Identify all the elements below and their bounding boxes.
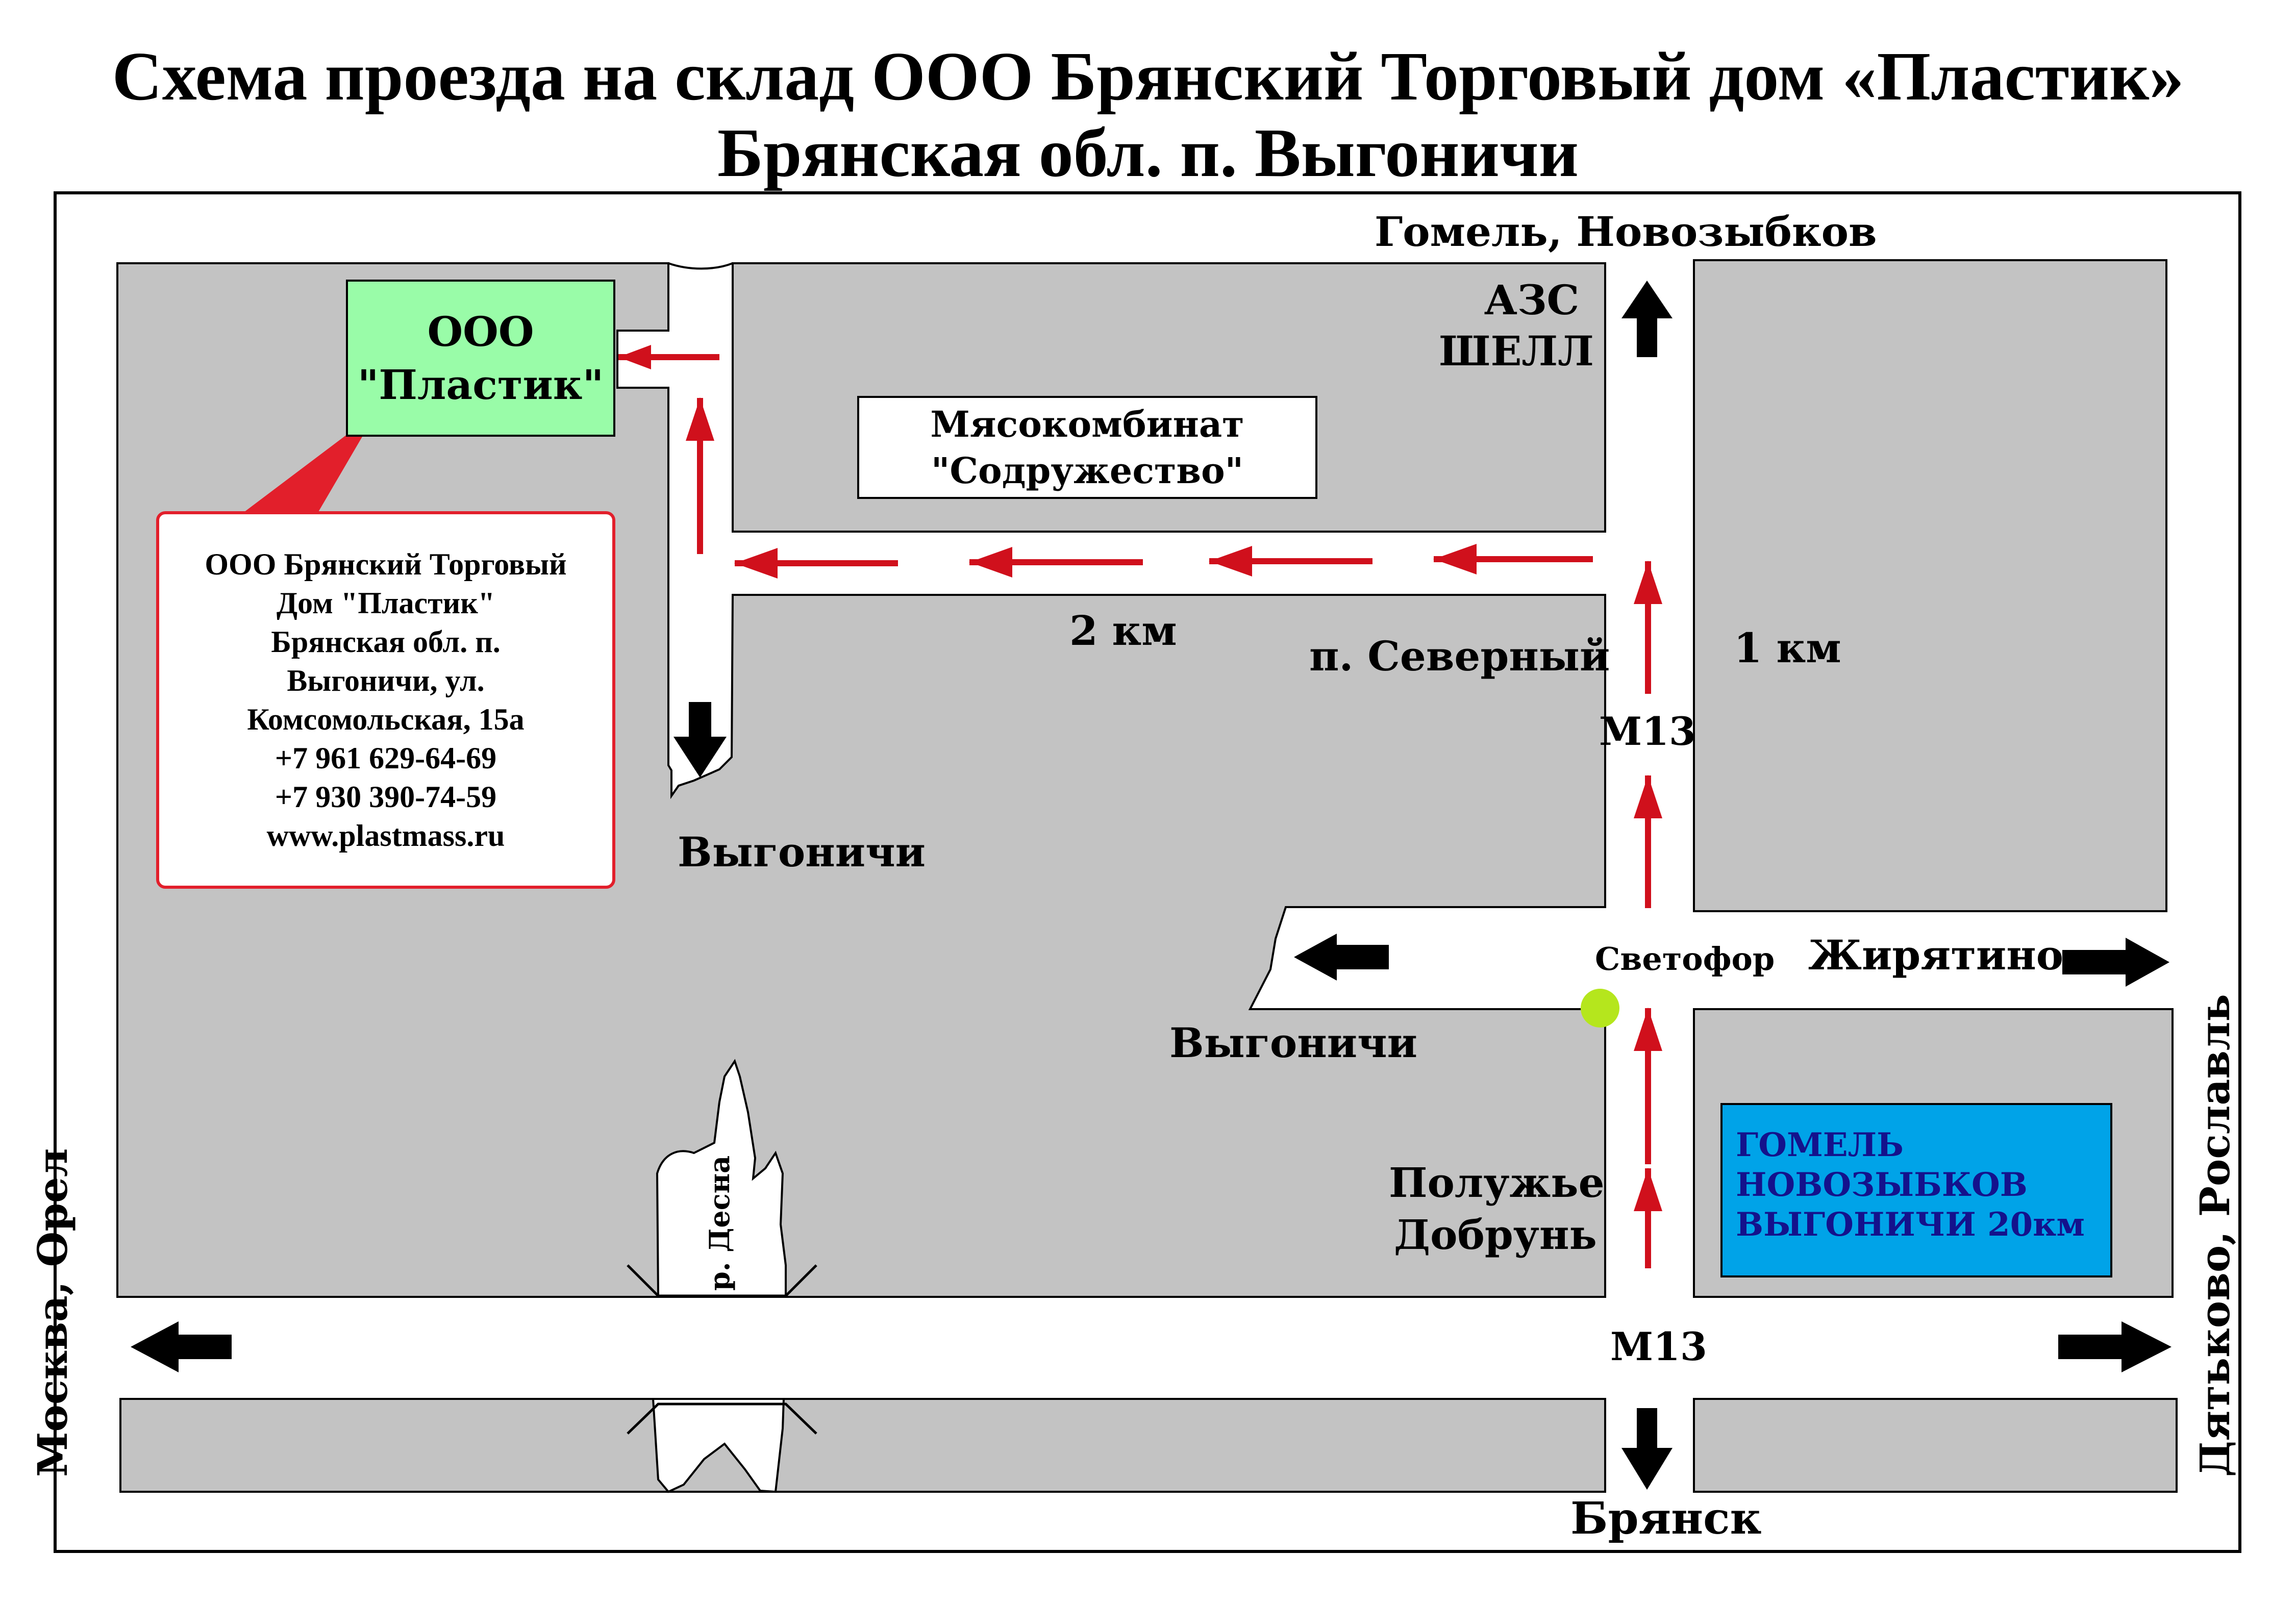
direction-south: Брянск	[1570, 1493, 1762, 1544]
river-label: р. Десна	[703, 1155, 736, 1291]
info-card: ООО Брянский Торговый Дом "Пластик" Брян…	[156, 511, 615, 889]
meat-plant-line: "Содружество"	[931, 449, 1244, 492]
river-north	[656, 1059, 787, 1297]
arrow-down-icon	[1621, 1408, 1673, 1490]
info-line: Дом "Пластик"	[276, 586, 495, 620]
meat-plant-box: Мясокомбинат "Содружество"	[857, 396, 1317, 499]
page-title: Схема проезда на склад ООО Брянский Торг…	[112, 38, 2184, 115]
village-north-label: п. Северный	[1309, 632, 1610, 680]
direction-vygonichi-2: Выгоничи	[1169, 1019, 1417, 1067]
meat-plant-line: Мясокомбинат	[930, 403, 1244, 445]
arrow-right-icon	[2058, 1321, 2172, 1372]
road-sign: ГОМЕЛЬ НОВОЗЫБКОВ ВЫГОНИЧИ 20км	[1720, 1103, 2112, 1277]
info-line: Выгоничи, ул.	[287, 664, 485, 697]
direction-north: Гомель, Новозыбков	[1375, 208, 1877, 256]
arrow-up-icon	[1621, 281, 1673, 357]
arrow-down-icon	[673, 702, 727, 778]
direction-east: Дятьково, Рославль	[2191, 994, 2239, 1477]
arrow-left-icon	[1294, 934, 1389, 981]
info-phone: +7 930 390-74-59	[274, 780, 497, 814]
direction-west: Москва, Орел	[29, 1148, 77, 1477]
gas-station-label: АЗС ШЕЛЛ	[1439, 274, 1594, 377]
info-phone: +7 961 629-64-69	[274, 741, 497, 775]
callout-pointer	[240, 412, 377, 515]
gas-station-line: АЗС	[1484, 276, 1580, 324]
traffic-light-icon	[1581, 989, 1619, 1027]
city-blocks	[116, 259, 2178, 1493]
road-m13-upper: М13	[1599, 709, 1696, 754]
block-south-east	[1693, 1398, 2178, 1493]
road-sign-line: ГОМЕЛЬ	[1736, 1126, 1904, 1164]
direction-zhiryatino: Жирятино	[1808, 931, 2064, 979]
destination-line: "Пластик"	[357, 361, 604, 409]
bridge-marks	[627, 1264, 817, 1435]
arrow-right-icon	[2062, 938, 2169, 987]
road-sign-line: ВЫГОНИЧИ 20км	[1736, 1206, 2085, 1244]
distance-west: 2 км	[1069, 607, 1177, 655]
gas-station-line: ШЕЛЛ	[1439, 327, 1594, 375]
direction-poluzhye: Полужье	[1389, 1159, 1605, 1207]
destination-line: ООО	[427, 308, 534, 356]
info-website: www.plastmass.ru	[266, 819, 505, 853]
arrow-left-icon	[131, 1321, 232, 1372]
traffic-light-label: Светофор	[1595, 940, 1775, 978]
block-east-top	[1693, 259, 2167, 912]
destination-box: ООО "Пластик"	[346, 280, 615, 437]
direction-arrows	[131, 281, 2172, 1490]
route-arrowheads	[618, 345, 1662, 1211]
direction-vygonichi-1: Выгоничи	[678, 828, 926, 876]
road-sign-line: НОВОЗЫБКОВ	[1736, 1166, 2028, 1204]
block-south-west	[119, 1398, 1606, 1493]
river-south	[652, 1398, 785, 1493]
distance-north: 1 км	[1734, 624, 1841, 672]
side-street-notch-top	[668, 262, 733, 270]
info-line: ООО Брянский Торговый	[205, 547, 567, 581]
info-line: Комсомольская, 15а	[247, 703, 525, 736]
page-subtitle: Брянская обл. п. Выгоничи	[717, 115, 1579, 191]
road-m13-lower: М13	[1610, 1324, 1707, 1369]
info-line: Брянская обл. п.	[271, 625, 501, 659]
direction-dobrun: Добрунь	[1394, 1211, 1597, 1259]
